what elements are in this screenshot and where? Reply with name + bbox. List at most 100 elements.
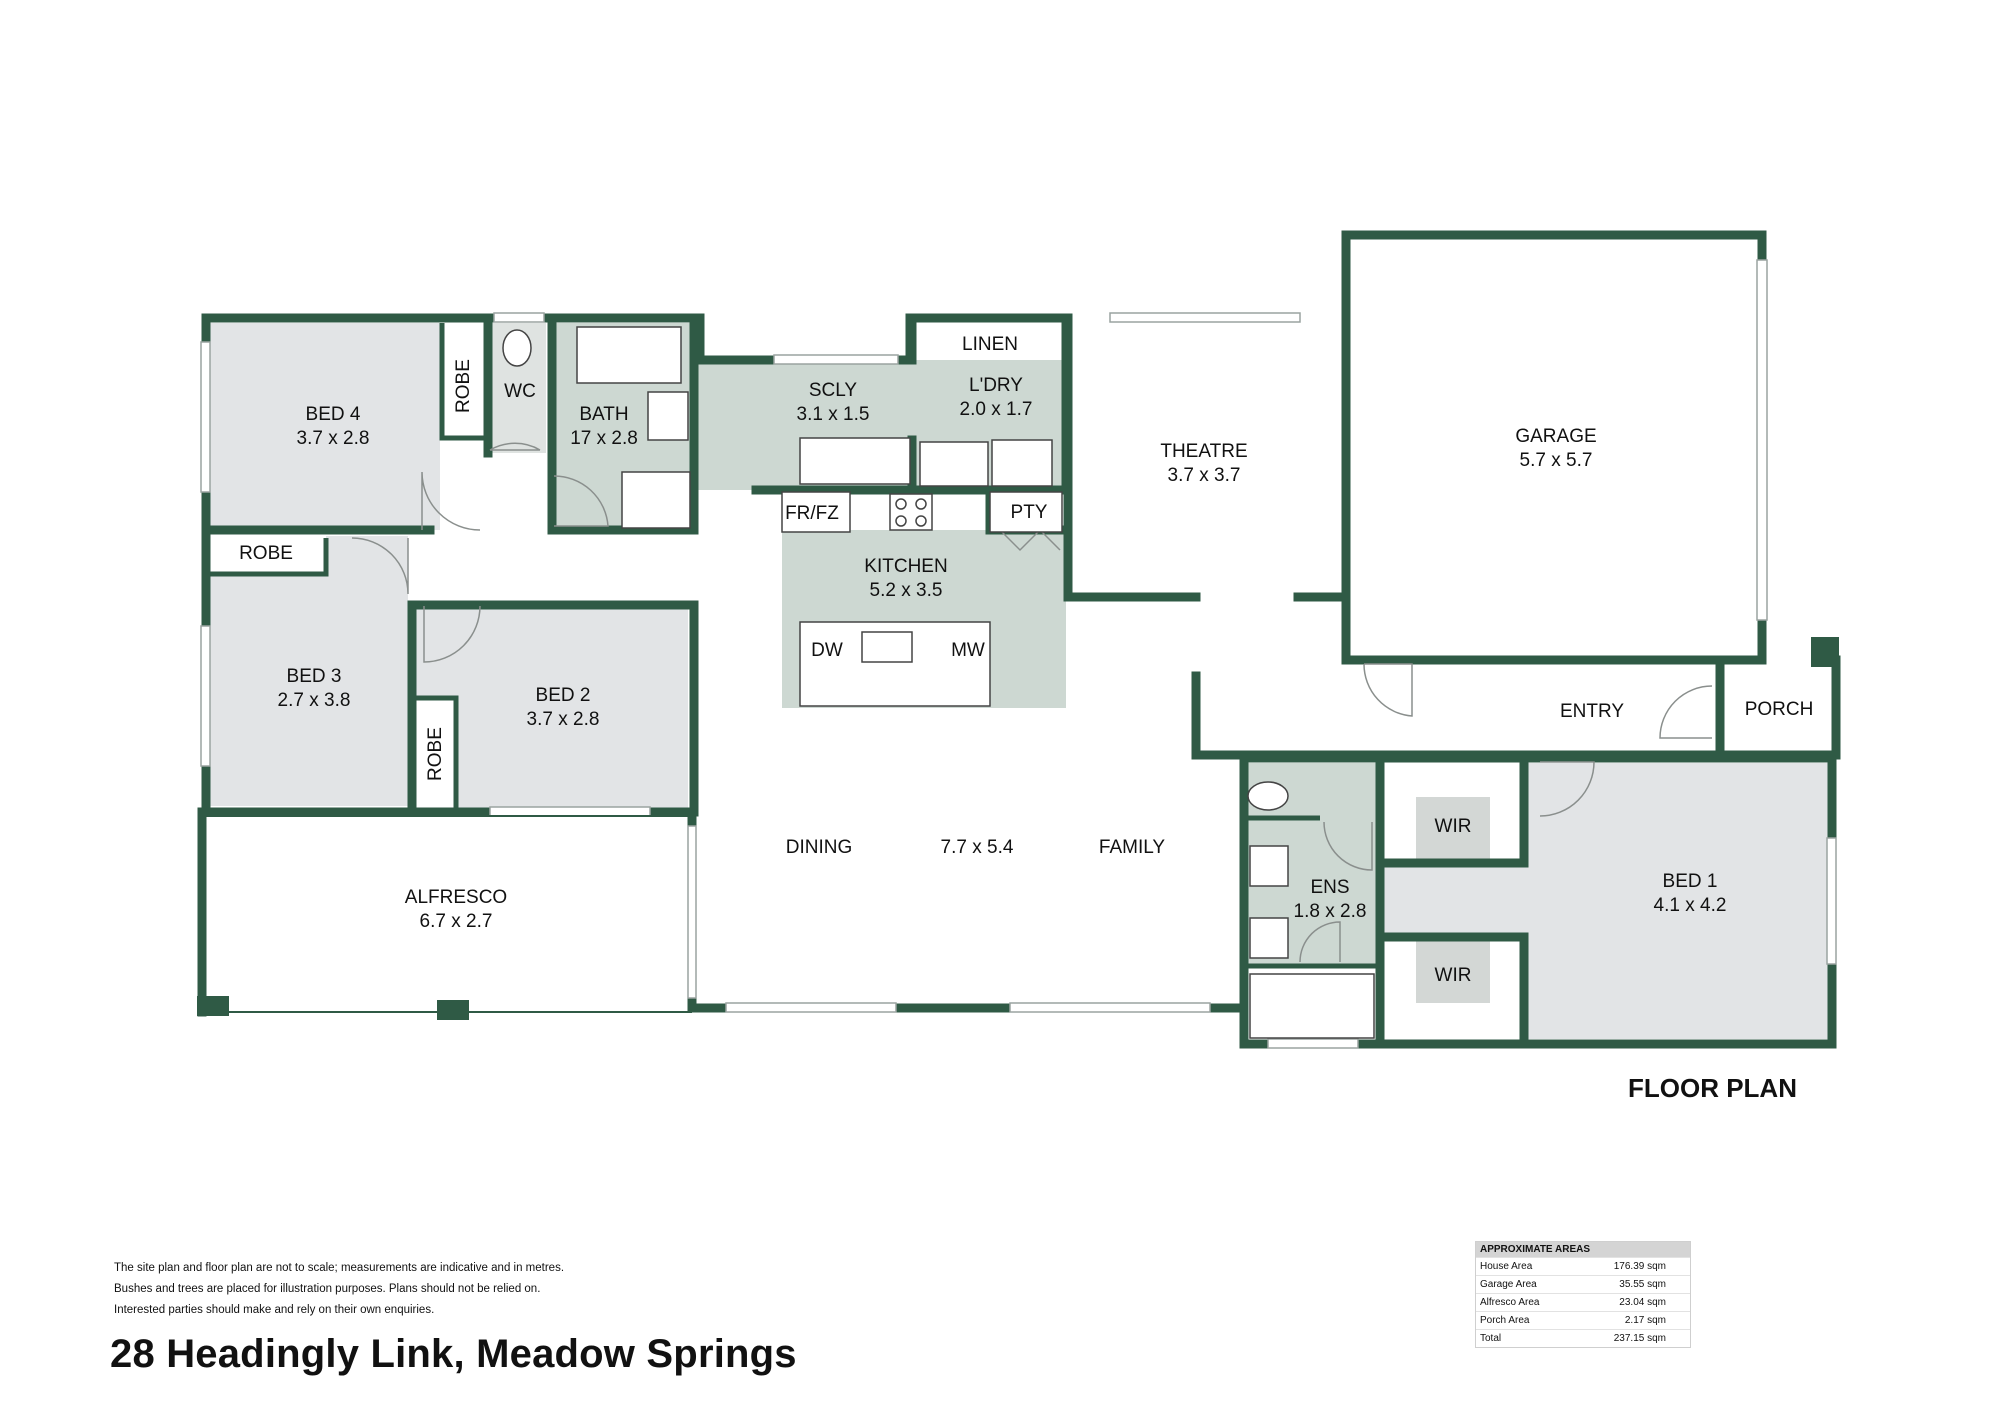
bath-name: BATH xyxy=(579,404,628,425)
burner-icon xyxy=(915,515,927,527)
door-garage-entry xyxy=(1363,663,1413,717)
bath-vanity-icon xyxy=(647,391,689,441)
alfresco-size: 6.7 x 2.7 xyxy=(420,911,493,932)
burner-icon xyxy=(895,515,907,527)
robe-bed2-wall xyxy=(412,695,459,808)
dining-label: DINING xyxy=(786,837,853,858)
kitchen-walls xyxy=(751,313,1071,535)
bed1-name: BED 1 xyxy=(1663,871,1718,892)
robe-bed4-wall xyxy=(439,323,486,441)
frfz-bench xyxy=(781,491,851,533)
window-alfresco-side xyxy=(687,825,697,999)
living-size: 7.7 x 5.4 xyxy=(941,837,1014,858)
door-bath xyxy=(553,475,609,527)
kitchen-size: 5.2 x 3.5 xyxy=(870,580,943,601)
door-ens-wc xyxy=(1323,821,1373,871)
wir2-fill xyxy=(1416,937,1490,1003)
garage-size: 5.7 x 5.7 xyxy=(1520,450,1593,471)
robe-bed2-fill xyxy=(416,700,454,808)
scly-bench-icon xyxy=(799,437,911,485)
window-living-2 xyxy=(1009,1002,1211,1013)
wir-walls xyxy=(1379,753,1529,1045)
bath-shower-icon xyxy=(621,471,691,529)
robe-bed2-label: ROBE xyxy=(425,727,446,781)
bed4-size: 3.7 x 2.8 xyxy=(297,428,370,449)
table-row: Total 237.15 sqm xyxy=(1476,1329,1690,1347)
bed3-name: BED 3 xyxy=(287,666,342,687)
bed3-fill xyxy=(210,536,408,806)
area-value: 237.15 sqm xyxy=(1613,1333,1666,1344)
scly-size: 3.1 x 1.5 xyxy=(797,404,870,425)
window-bed3 xyxy=(200,625,211,767)
ldry-washer-icon xyxy=(991,439,1053,487)
alfresco-post-west xyxy=(197,996,229,1016)
ens-size: 1.8 x 2.8 xyxy=(1294,901,1367,922)
alfresco-name: ALFRESCO xyxy=(405,887,507,908)
window-bed2 xyxy=(489,806,651,817)
robe-bed4-fill xyxy=(444,323,484,435)
wir1-label: WIR xyxy=(1435,816,1472,837)
property-address: 28 Headingly Link, Meadow Springs xyxy=(110,1332,797,1376)
porch-label: PORCH xyxy=(1745,699,1814,720)
garage-name: GARAGE xyxy=(1515,426,1596,447)
burner-icon xyxy=(895,498,907,510)
door-entry xyxy=(1659,685,1713,739)
dw-label: DW xyxy=(811,640,843,661)
area-label: Garage Area xyxy=(1480,1279,1537,1290)
ens-vanity-bottom xyxy=(1249,917,1289,959)
bed3-size: 2.7 x 3.8 xyxy=(278,690,351,711)
wir2-label: WIR xyxy=(1435,965,1472,986)
window-bed1 xyxy=(1826,837,1837,965)
theatre-name: THEATRE xyxy=(1160,441,1247,462)
disclaimer-line: The site plan and floor plan are not to … xyxy=(114,1262,565,1274)
table-row: House Area 176.39 sqm xyxy=(1476,1257,1690,1275)
ens-toilet-icon xyxy=(1247,781,1289,811)
ens-internal-walls xyxy=(1246,815,1376,969)
door-bed4 xyxy=(421,471,481,531)
ens-vanity-top xyxy=(1249,845,1289,887)
robe-bed4-label: ROBE xyxy=(453,359,474,413)
window-bed4 xyxy=(200,341,211,493)
entry-walls xyxy=(1191,655,1725,760)
sink-icon xyxy=(861,631,913,663)
theatre-size: 3.7 x 3.7 xyxy=(1168,465,1241,486)
wir1-fill xyxy=(1416,797,1490,863)
ldry-name: L'DRY xyxy=(969,375,1023,396)
linen-label: LINEN xyxy=(962,334,1018,355)
bed4-fill xyxy=(206,323,440,530)
bed1-size: 4.1 x 4.2 xyxy=(1654,895,1727,916)
window-living-1 xyxy=(725,1002,897,1013)
mw-label: MW xyxy=(951,640,985,661)
disclaimer-line: Interested parties should make and rely … xyxy=(114,1304,435,1316)
window-wc xyxy=(493,312,545,323)
area-label: Total xyxy=(1480,1333,1502,1344)
ldry-size: 2.0 x 1.7 xyxy=(960,399,1033,420)
disclaimer-line: Bushes and trees are placed for illustra… xyxy=(114,1283,541,1295)
area-label: House Area xyxy=(1480,1261,1533,1272)
disclaimer: The site plan and floor plan are not to … xyxy=(114,1258,564,1321)
alfresco-post-mid xyxy=(437,1000,469,1020)
cooktop-icon xyxy=(889,493,933,531)
pty-box xyxy=(989,491,1063,533)
floor-plan-title: FLOOR PLAN xyxy=(1628,1073,1797,1103)
window-theatre xyxy=(1109,312,1301,323)
area-label: Porch Area xyxy=(1480,1315,1530,1326)
family-label: FAMILY xyxy=(1099,837,1165,858)
door-pty xyxy=(999,529,1061,552)
ldry-trough-icon xyxy=(919,441,989,487)
window-ens xyxy=(1267,1038,1359,1049)
bed2-size: 3.7 x 2.8 xyxy=(527,709,600,730)
bath-size: 17 x 2.8 xyxy=(570,428,638,449)
frfz-label: FR/FZ xyxy=(785,503,839,524)
door-bed2 xyxy=(423,605,481,663)
area-value: 176.39 sqm xyxy=(1613,1261,1666,1272)
robe-bed3-wall xyxy=(210,538,329,577)
kitchen-name: KITCHEN xyxy=(864,556,947,577)
scly-name: SCLY xyxy=(809,380,858,401)
area-label: Alfresco Area xyxy=(1480,1297,1540,1308)
